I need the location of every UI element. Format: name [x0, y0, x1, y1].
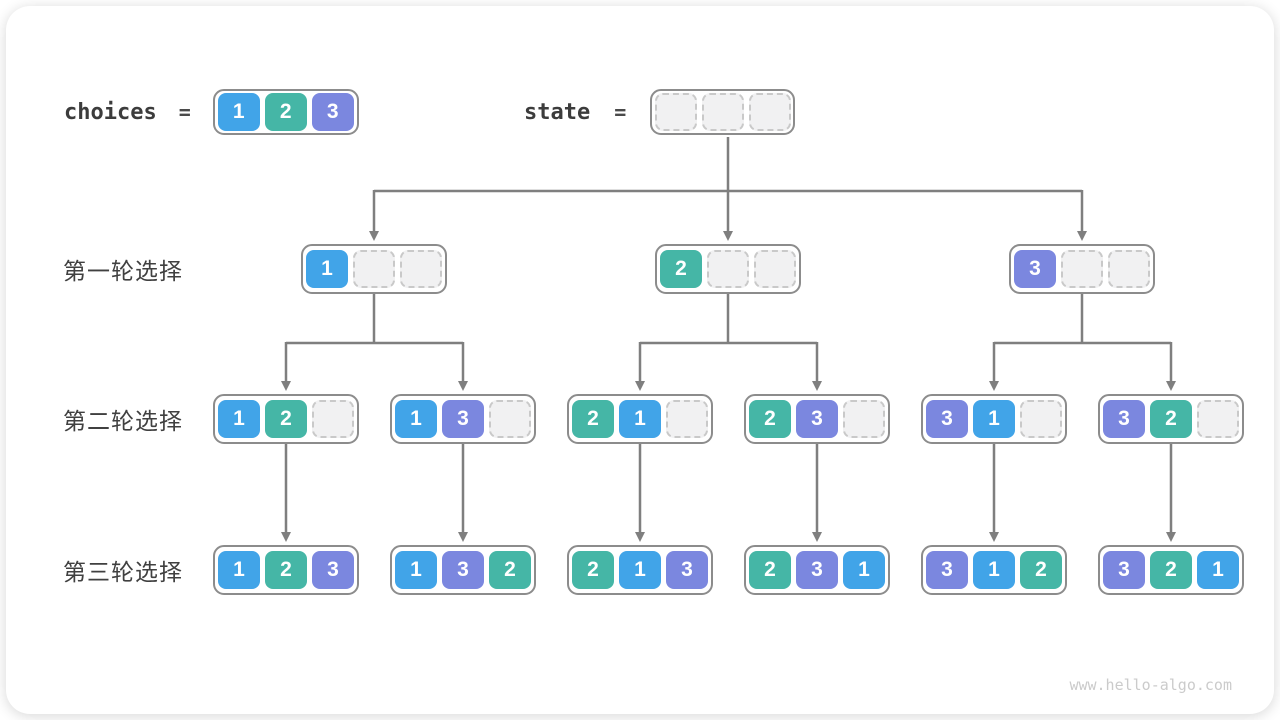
- cell-value-2: 2: [572, 400, 614, 438]
- cell-value-3: 3: [311, 93, 354, 131]
- cell-value-2: 2: [660, 250, 702, 288]
- empty-cell: [353, 250, 395, 288]
- round-2-label: 第二轮选择: [63, 408, 183, 434]
- cell-value-3: 3: [1103, 551, 1145, 589]
- state-group: state =: [524, 89, 796, 135]
- cell-value-1: 1: [395, 551, 437, 589]
- empty-cell: [1020, 400, 1062, 438]
- state-label: state: [524, 99, 591, 125]
- cell-value-1: 1: [843, 551, 885, 589]
- cell-value-1: 1: [973, 551, 1015, 589]
- empty-cell: [1197, 400, 1239, 438]
- cell-value-3: 3: [442, 551, 484, 589]
- tree-node-r1-1: 2: [655, 244, 801, 294]
- cell-value-2: 2: [265, 400, 307, 438]
- cell-value-3: 3: [666, 551, 708, 589]
- cell-value-3: 3: [312, 551, 354, 589]
- cell-value-1: 1: [973, 400, 1015, 438]
- cell-value-2: 2: [1150, 400, 1192, 438]
- cell-value-2: 2: [1020, 551, 1062, 589]
- empty-cell: [654, 93, 697, 131]
- site-watermark: www.hello-algo.com: [1069, 676, 1232, 694]
- round-3-label: 第三轮选择: [63, 559, 183, 585]
- cell-value-3: 3: [926, 400, 968, 438]
- tree-node-r1-2: 3: [1009, 244, 1155, 294]
- cell-value-3: 3: [1103, 400, 1145, 438]
- cell-value-1: 1: [218, 551, 260, 589]
- state-array-box: [650, 89, 796, 135]
- cell-value-1: 1: [395, 400, 437, 438]
- cell-value-3: 3: [926, 551, 968, 589]
- choices-label: choices: [64, 99, 157, 125]
- tree-connector-arrows: [281, 137, 1176, 542]
- empty-cell: [754, 250, 796, 288]
- round-1-label: 第一轮选择: [63, 258, 183, 284]
- cell-value-1: 1: [619, 551, 661, 589]
- empty-cell: [400, 250, 442, 288]
- empty-cell: [312, 400, 354, 438]
- cell-value-2: 2: [489, 551, 531, 589]
- cell-value-3: 3: [1014, 250, 1056, 288]
- cell-value-1: 1: [619, 400, 661, 438]
- empty-cell: [666, 400, 708, 438]
- cell-value-2: 2: [749, 551, 791, 589]
- state-equals-sign: =: [614, 100, 627, 124]
- cell-value-2: 2: [572, 551, 614, 589]
- cell-value-2: 2: [1150, 551, 1192, 589]
- empty-cell: [748, 93, 791, 131]
- cell-value-3: 3: [796, 551, 838, 589]
- empty-cell: [489, 400, 531, 438]
- cell-value-1: 1: [217, 93, 260, 131]
- empty-cell: [1108, 250, 1150, 288]
- cell-value-3: 3: [442, 400, 484, 438]
- empty-cell: [701, 93, 744, 131]
- empty-cell: [707, 250, 749, 288]
- choices-equals-sign: =: [178, 100, 191, 124]
- tree-node-r1-0: 1: [301, 244, 447, 294]
- empty-cell: [1061, 250, 1103, 288]
- cell-value-1: 1: [1197, 551, 1239, 589]
- cell-value-1: 1: [218, 400, 260, 438]
- cell-value-2: 2: [749, 400, 791, 438]
- cell-value-3: 3: [796, 400, 838, 438]
- cell-value-1: 1: [306, 250, 348, 288]
- empty-cell: [843, 400, 885, 438]
- cell-value-2: 2: [264, 93, 307, 131]
- cell-value-2: 2: [265, 551, 307, 589]
